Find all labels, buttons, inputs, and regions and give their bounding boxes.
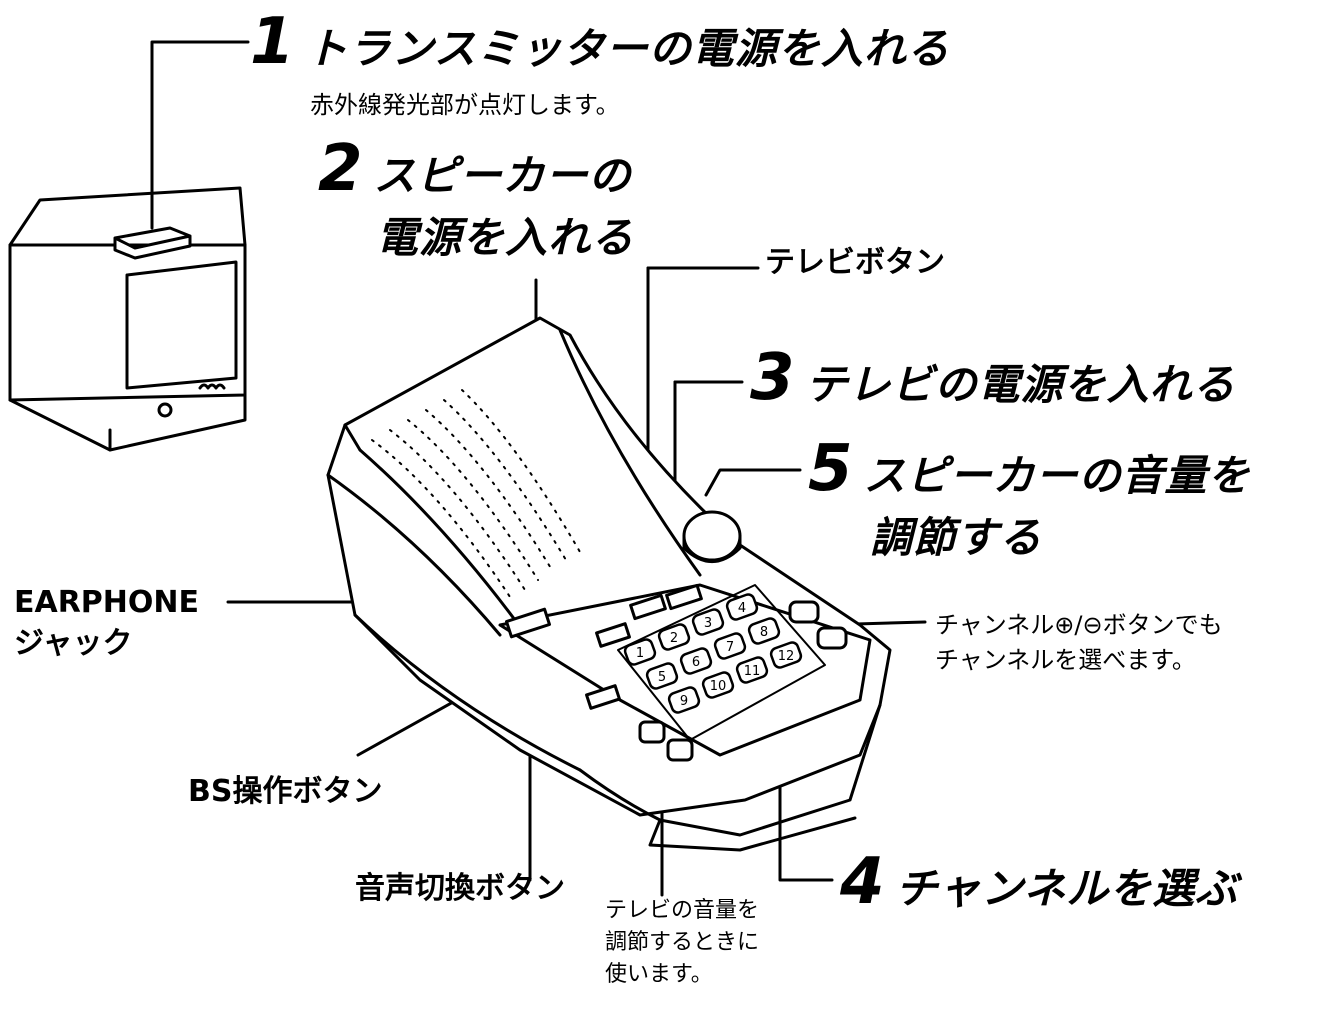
transmitter-note: 赤外線発光部が点灯します。	[310, 91, 620, 119]
keypad-key-3[interactable]: 3	[691, 608, 725, 636]
keypad-key-label: 11	[744, 664, 761, 679]
keypad-key-6[interactable]: 6	[679, 647, 713, 675]
volume-dial	[682, 510, 742, 563]
step-4-number: 4	[840, 845, 886, 919]
tv-volume-down-button	[666, 738, 694, 762]
step-2-line2: 電源を入れる	[376, 213, 635, 263]
keypad-key-2[interactable]: 2	[657, 623, 691, 651]
earphone-label-line1: EARPHONE	[14, 585, 200, 620]
bs-button-label: BS操作ボタン	[188, 774, 383, 809]
keypad-key-label: 7	[726, 640, 734, 655]
earphone-jack-label: EARPHONE ジャック	[14, 583, 199, 664]
step-5-line1: スピーカーの音量を	[863, 451, 1251, 500]
step-1-number: 1	[250, 5, 296, 79]
keypad-key-label: 2	[670, 631, 678, 646]
keypad-key-label: 3	[704, 616, 712, 631]
tv-volume-note-line3: 使います。	[605, 961, 713, 987]
step-3-text: テレビの電源を入れる	[805, 360, 1236, 409]
keypad-key-label: 8	[760, 625, 768, 640]
speaker-grille	[371, 389, 581, 601]
step-3-number: 3	[750, 341, 796, 415]
tv-set	[8, 186, 247, 452]
step-5-number: 5	[808, 432, 854, 506]
channel-buttons-note: チャンネル⊕/⊖ボタンでも チャンネルを選べます。	[935, 608, 1223, 678]
keypad-key-5[interactable]: 5	[645, 662, 679, 690]
keypad-key-label: 10	[710, 679, 727, 694]
power-button	[505, 607, 551, 639]
tv-power-knob	[157, 402, 173, 418]
channel-note-line1: チャンネル⊕/⊖ボタンでも	[935, 611, 1223, 639]
tv-button-label: テレビボタン	[765, 245, 945, 280]
keypad-key-label: 6	[692, 655, 700, 670]
keypad-key-1[interactable]: 1	[623, 638, 657, 666]
tv-volume-note-line1: テレビの音量を	[605, 898, 760, 923]
tv-volume-note: テレビの音量を 調節するときに 使います。	[605, 895, 759, 991]
step-5-line2: 調節する	[870, 513, 1043, 563]
tv-volume-note-line2: 調節するときに	[605, 929, 760, 955]
keypad-key-9[interactable]: 9	[667, 686, 701, 714]
keypad-key-11[interactable]: 11	[735, 656, 769, 684]
speaker	[326, 316, 892, 852]
keypad-key-4[interactable]: 4	[725, 593, 759, 621]
tv-button	[629, 593, 667, 621]
bs-button	[595, 622, 631, 648]
step-2-number: 2	[318, 132, 364, 206]
keypad-key-label: 12	[778, 649, 795, 664]
transmitter	[113, 226, 192, 260]
keypad-key-label: 5	[658, 670, 666, 685]
audio-switch-button	[585, 684, 621, 710]
keypad-key-label: 9	[680, 694, 688, 709]
keypad-key-8[interactable]: 8	[747, 617, 781, 645]
step-2-line1: スピーカーの	[373, 151, 632, 200]
channel-note-line2: チャンネルを選べます。	[935, 645, 1196, 674]
step-4-text: チャンネルを選ぶ	[895, 864, 1239, 913]
tv-power-button	[665, 583, 703, 611]
channel-minus-button	[816, 626, 848, 650]
audio-switch-label: 音声切換ボタン	[355, 871, 565, 906]
earphone-label-line2: ジャック	[14, 625, 133, 661]
keypad-key-label: 4	[738, 601, 746, 616]
keypad-key-12[interactable]: 12	[769, 641, 803, 669]
step-1-text: トランスミッターの電源を入れる	[305, 24, 950, 73]
keypad-key-10[interactable]: 10	[701, 671, 735, 699]
channel-plus-button	[788, 600, 820, 624]
keypad-key-label: 1	[636, 646, 644, 661]
tv-volume-up-button	[638, 720, 666, 744]
keypad-key-7[interactable]: 7	[713, 632, 747, 660]
